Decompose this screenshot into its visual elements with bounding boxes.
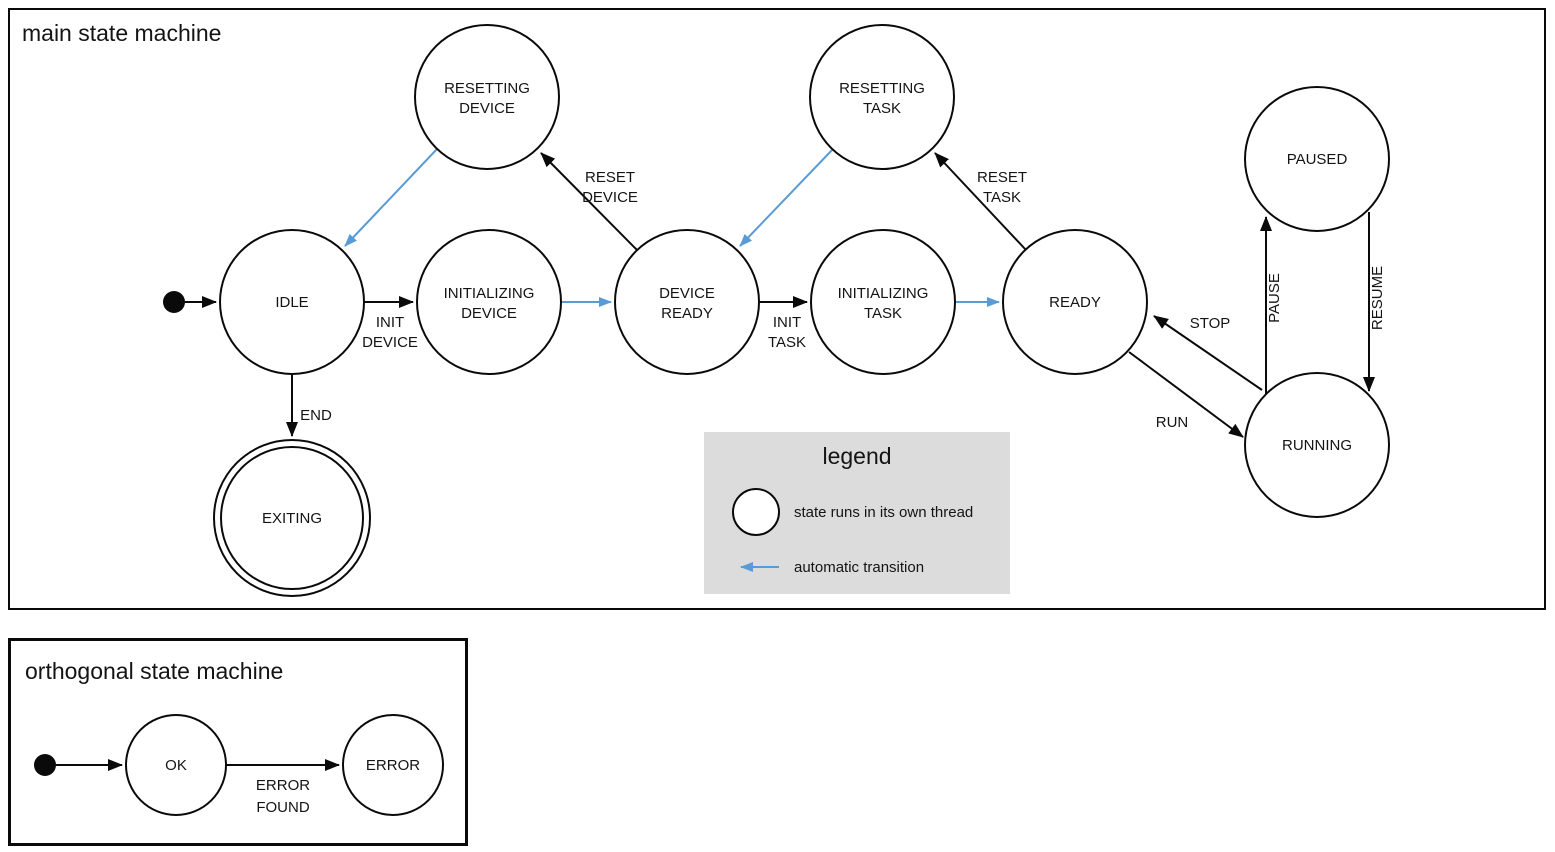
transition-label-run: RUN [1156,414,1189,431]
state-initializing-task-label-line1: INITIALIZING [838,285,929,302]
state-idle [219,229,365,375]
state-paused [1244,86,1390,232]
orthogonal-diagram-title: orthogonal state machine [25,658,283,684]
transition-auto-resetting-device-to-idle [344,148,438,247]
transition-auto-resetting-task-to-device-ready [739,148,834,247]
transition-label-pause: PAUSE [1266,273,1283,323]
state-device-ready-label-line2: READY [661,305,713,322]
main-state-machine-diagram: main state machine INIT DEVICE RESET DEV… [22,20,1390,597]
state-initializing-device-label-line1: INITIALIZING [444,285,535,302]
transition-label-init-device-line1: INIT [376,314,404,331]
transition-label-reset-device-line2: DEVICE [582,189,638,206]
orthogonal-state-machine-diagram: orthogonal state machine ERROR FOUND OK … [25,658,444,816]
legend-box: legend state runs in its own thread auto… [704,432,1010,594]
state-ready-label: READY [1049,294,1101,311]
transition-label-reset-device-line1: RESET [585,169,635,186]
transition-label-init-task-line1: INIT [773,314,801,331]
state-exiting [220,446,364,590]
state-resetting-device-label-line1: RESETTING [444,80,530,97]
state-ready [1002,229,1148,375]
state-initializing-device [416,229,562,375]
legend-title: legend [822,443,891,469]
state-running [1244,372,1390,518]
state-initializing-task [810,229,956,375]
state-initializing-device-label-line2: DEVICE [461,305,517,322]
state-exiting-label: EXITING [262,510,322,527]
transition-label-init-device-line2: DEVICE [362,334,418,351]
state-running-label: RUNNING [1282,437,1352,454]
state-resetting-task-label-line1: RESETTING [839,80,925,97]
transition-label-error-found-line1: ERROR [256,777,310,794]
state-idle-label: IDLE [275,294,308,311]
main-state-machine-panel: main state machine INIT DEVICE RESET DEV… [8,8,1546,610]
state-ok-label: OK [165,757,187,774]
transition-label-reset-task-line1: RESET [977,169,1027,186]
state-error-label: ERROR [366,757,420,774]
state-initializing-task-label-line2: TASK [864,305,902,322]
transition-label-error-found-line2: FOUND [256,799,309,816]
state-device-ready [614,229,760,375]
state-ok [125,714,227,816]
transition-run [1128,351,1244,438]
state-paused-label: PAUSED [1287,151,1348,168]
legend-threaded-state-icon [732,488,780,536]
state-resetting-device-label-line2: DEVICE [459,100,515,117]
state-resetting-task-label-line2: TASK [863,100,901,117]
orthogonal-state-machine-panel: orthogonal state machine ERROR FOUND OK … [8,638,468,846]
transition-label-stop: STOP [1190,315,1231,332]
initial-state-dot-orthogonal [34,754,56,776]
state-resetting-task [809,24,955,170]
transition-label-resume: RESUME [1369,266,1386,330]
legend-auto-transition-label: automatic transition [794,559,924,576]
transition-label-end: END [300,407,332,424]
transition-label-reset-task-line2: TASK [983,189,1021,206]
transition-reset-task [934,152,1027,251]
transition-label-init-task-line2: TASK [768,334,806,351]
initial-state-dot [163,291,185,313]
transition-reset-device [540,152,638,251]
transition-stop [1153,315,1263,391]
state-error [342,714,444,816]
main-diagram-title: main state machine [22,20,221,46]
legend-threaded-state-label: state runs in its own thread [794,504,973,521]
state-resetting-device [414,24,560,170]
state-device-ready-label-line1: DEVICE [659,285,715,302]
